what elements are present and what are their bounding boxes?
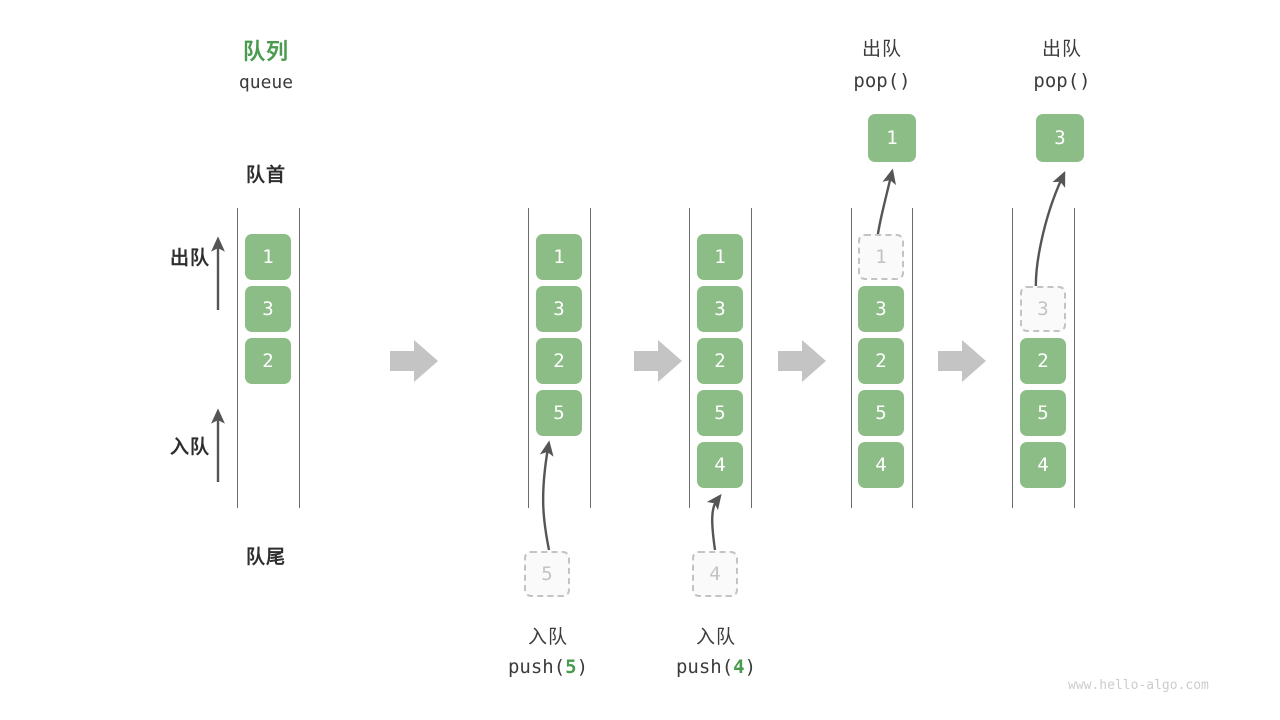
dequeue-axis-label: 出队 — [169, 247, 210, 269]
queue-title-cn: 队列 — [242, 40, 289, 65]
watermark: www.hello-algo.com — [1068, 678, 1209, 693]
flow-arrow-4-icon — [938, 340, 986, 382]
col4-rail-left — [851, 208, 852, 508]
col3-rail-right — [751, 208, 752, 508]
col3-incoming-ghost: 4 — [692, 551, 738, 597]
col3-cell-3: 5 — [697, 390, 743, 436]
col3-caption-code-prefix: push( — [675, 656, 734, 678]
front-label: 队首 — [245, 164, 286, 186]
col4-cell-3: 5 — [858, 390, 904, 436]
col1-cell-2: 2 — [245, 338, 291, 384]
col3-rail-left — [689, 208, 690, 508]
col1-rail-left — [237, 208, 238, 508]
col2-caption-code-suffix: ) — [576, 656, 589, 678]
col3-cell-1: 3 — [697, 286, 743, 332]
col2-caption-code-prefix: push( — [507, 656, 566, 678]
col1-rail-right — [299, 208, 300, 508]
col2-cell-3: 5 — [536, 390, 582, 436]
col4-cell-2: 2 — [858, 338, 904, 384]
push-4-arrow-icon — [706, 493, 722, 551]
col3-cell-0: 1 — [697, 234, 743, 280]
pop-3-arrow-icon — [1034, 171, 1066, 301]
col4-cell-4: 4 — [858, 442, 904, 488]
col5-popped-cell: 3 — [1036, 114, 1084, 162]
col3-caption-code: push(4) — [657, 656, 775, 678]
col5-cell-2: 2 — [1020, 338, 1066, 384]
col4-header-code: pop() — [853, 70, 911, 92]
col1-cell-1: 3 — [245, 286, 291, 332]
col3-caption-cn: 入队 — [695, 626, 736, 648]
col2-rail-right — [590, 208, 591, 508]
col2-rail-left — [528, 208, 529, 508]
col4-cell-0-ghost: 1 — [858, 234, 904, 280]
col3-cell-4: 4 — [697, 442, 743, 488]
col2-incoming-ghost: 5 — [524, 551, 570, 597]
col2-cell-0: 1 — [536, 234, 582, 280]
col5-header-code: pop() — [1033, 70, 1091, 92]
enqueue-axis-label: 入队 — [169, 436, 210, 458]
col5-cell-1-ghost: 3 — [1020, 286, 1066, 332]
col5-cell-3: 5 — [1020, 390, 1066, 436]
flow-arrow-2-icon — [634, 340, 682, 382]
col2-cell-1: 3 — [536, 286, 582, 332]
col3-cell-2: 2 — [697, 338, 743, 384]
flow-arrow-3-icon — [778, 340, 826, 382]
flow-arrow-1-icon — [390, 340, 438, 382]
col4-cell-1: 3 — [858, 286, 904, 332]
rear-label: 队尾 — [245, 546, 286, 568]
col1-cell-0: 1 — [245, 234, 291, 280]
col4-header-cn: 出队 — [861, 38, 902, 60]
col2-caption-cn: 入队 — [527, 626, 568, 648]
col5-header-cn: 出队 — [1041, 38, 1082, 60]
col5-rail-left — [1012, 208, 1013, 508]
col2-caption-code-num: 5 — [565, 656, 577, 678]
col5-rail-right — [1074, 208, 1075, 508]
col4-rail-right — [912, 208, 913, 508]
queue-title-en: queue — [238, 72, 294, 93]
push-5-arrow-icon — [539, 440, 554, 551]
col3-caption-code-num: 4 — [733, 656, 745, 678]
col3-caption-code-suffix: ) — [744, 656, 757, 678]
col2-caption-code: push(5) — [489, 656, 607, 678]
col4-popped-cell: 1 — [868, 114, 916, 162]
col5-cell-4: 4 — [1020, 442, 1066, 488]
col2-cell-2: 2 — [536, 338, 582, 384]
